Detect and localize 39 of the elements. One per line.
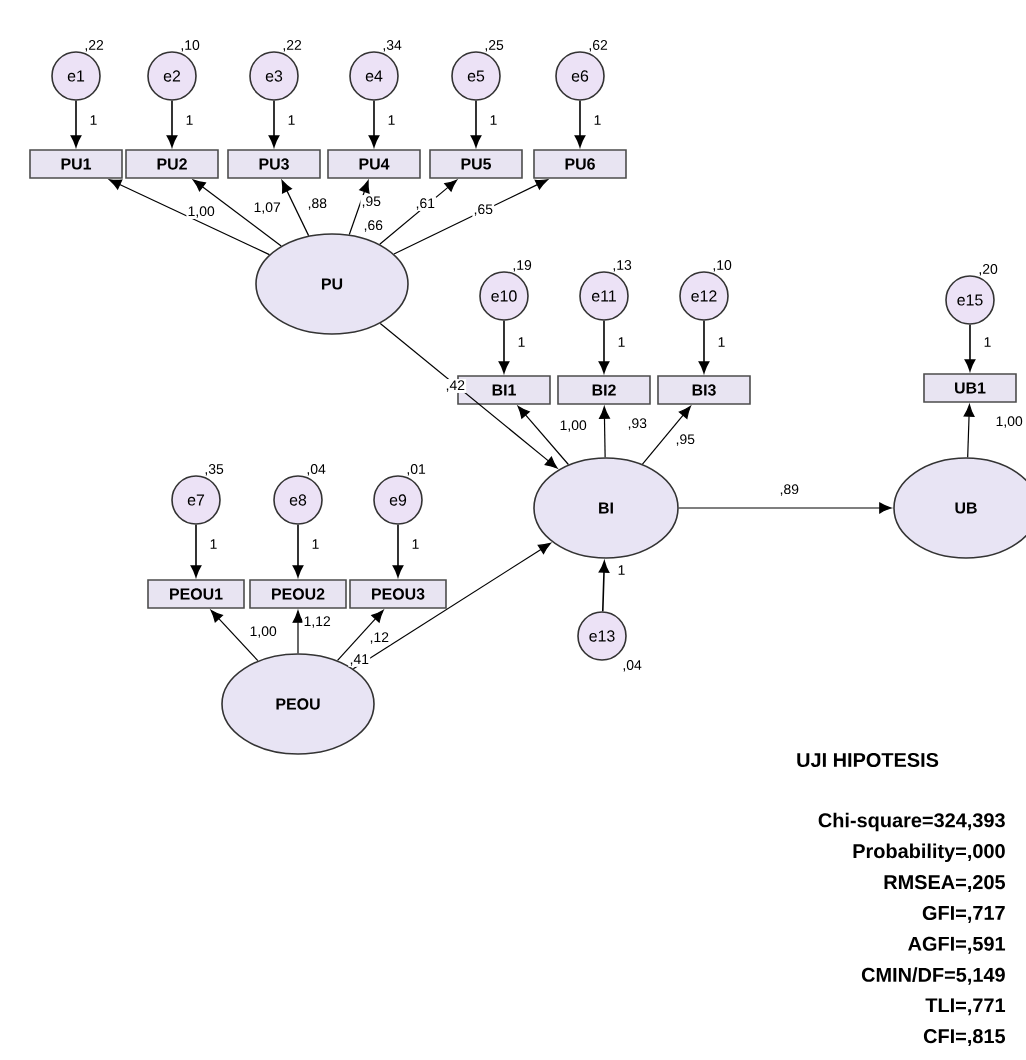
- fit-statistic: CMIN/DF=5,149: [861, 967, 1005, 985]
- fit-statistic: RMSEA=,205: [884, 875, 1006, 893]
- arrow: [336, 609, 384, 662]
- arrow: [393, 179, 549, 255]
- arrow: [963, 404, 975, 458]
- arrow: [598, 560, 610, 612]
- arrow: [108, 179, 270, 256]
- arrow: [292, 610, 304, 654]
- arrow: [190, 524, 202, 578]
- arrow: [698, 320, 710, 374]
- arrow: [192, 179, 282, 247]
- fit-statistic: Chi-square=324,393: [818, 812, 1005, 832]
- arrow: [678, 502, 892, 514]
- arrow: [470, 100, 482, 148]
- fit-statistic: CFI=,815: [923, 1029, 1006, 1047]
- fit-statistic: Probability=,000: [853, 843, 1005, 863]
- arrow: [352, 542, 551, 670]
- arrow: [964, 324, 976, 372]
- arrow: [70, 100, 82, 148]
- arrow: [498, 320, 510, 374]
- arrow: [599, 406, 610, 458]
- heading: UJI HIPOTESIS: [797, 752, 939, 768]
- arrow: [598, 320, 610, 374]
- arrow: [517, 405, 569, 466]
- arrow: [292, 524, 304, 578]
- arrow: [268, 100, 280, 148]
- arrow: [210, 609, 259, 662]
- fit-statistic: GFI=,717: [922, 905, 1005, 923]
- fit-statistic: TLI=,771: [925, 998, 1006, 1016]
- arrow: [379, 322, 558, 469]
- arrow: [574, 100, 586, 148]
- arrow: [379, 179, 458, 245]
- arrow: [392, 524, 404, 578]
- arrow: [641, 405, 691, 465]
- arrow: [166, 100, 178, 148]
- arrow: [368, 100, 380, 148]
- arrow: [281, 180, 310, 237]
- arrow: [348, 180, 370, 236]
- fit-statistic: AGFI=,591: [908, 936, 1006, 954]
